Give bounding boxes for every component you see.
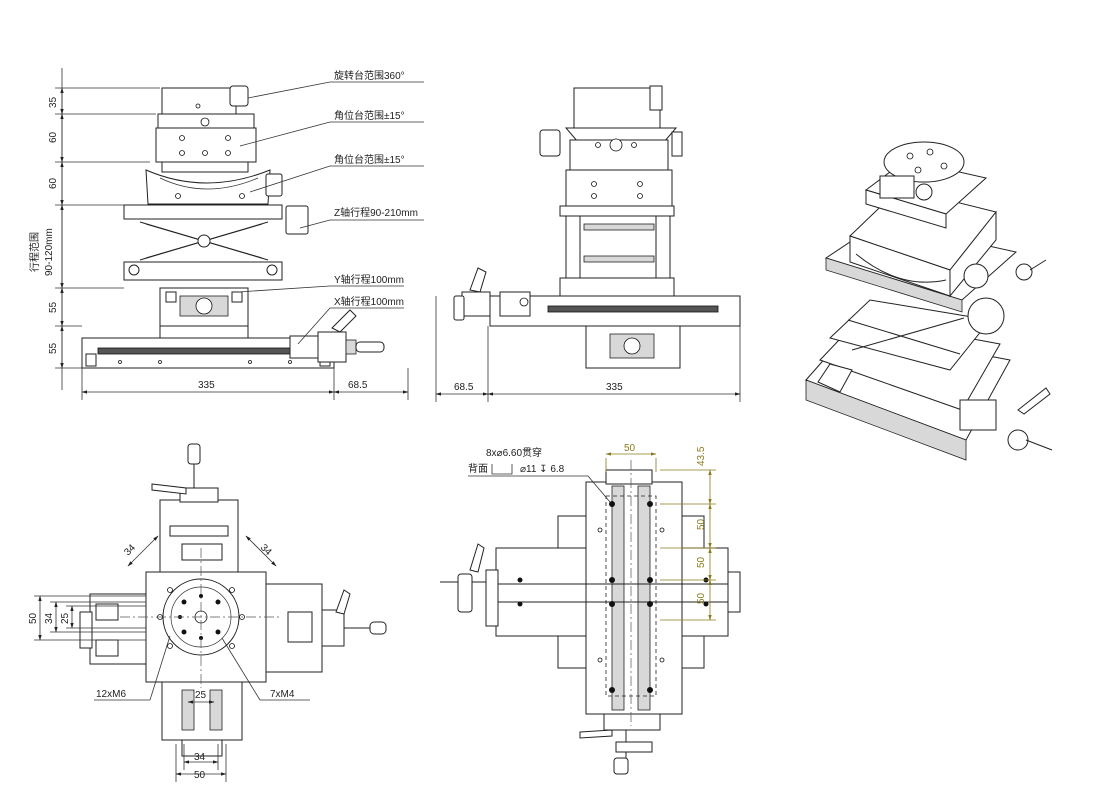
dim-50-right-3: 50 [696,592,707,604]
callout-x-travel: X轴行程100mm [334,295,404,308]
dim-50-right-2: 50 [696,556,707,568]
dim-60-lower: 60 [48,177,59,189]
side-view [453,85,741,369]
dim-55-upper: 55 [48,301,59,313]
front-view-horizontal-dimensions: 335 68.5 [81,368,409,400]
dim-43-5: 43.5 [696,446,707,466]
hole-note-backside: 背面 [468,462,488,475]
dim-50-top: 50 [624,443,636,454]
dim-50-horizontal: 50 [194,770,206,781]
stroke-range-label: 行程范围 [28,232,41,272]
dim-50-right-1: 50 [696,518,707,530]
dim-335-side: 335 [606,382,623,393]
hole-note-spec: ⌀11 ↧ 6.8 [520,464,565,475]
dim-335-front: 335 [198,380,215,391]
dim-34-horizontal: 34 [194,752,206,763]
front-view-vertical-dimensions: 35 60 60 行程范围 90-120mm 55 55 [28,68,160,390]
dim-68-5-side: 68.5 [454,382,474,393]
dim-25-vertical: 25 [60,612,71,624]
callout-y-travel: Y轴行程100mm [334,273,404,286]
bottom-view [440,460,741,775]
callout-goniometer-upper: 角位台范围±15° [334,109,405,122]
callout-goniometer-lower: 角位台范围±15° [334,153,405,166]
dim-35: 35 [48,96,59,108]
stroke-range-value: 90-120mm [44,228,55,276]
dim-34-diag-right: 34 [258,542,274,558]
bottom-view-dimensions: 50 43.5 50 50 50 8x⌀6.60贯穿 背面 ⌀11 ↧ 6.8 [468,443,716,621]
dim-68-5-front: 68.5 [348,380,368,391]
side-view-horizontal-dimensions: 68.5 335 [435,296,741,402]
top-view [79,443,387,757]
callout-rotation-range: 旋转台范围360° [334,69,405,82]
dim-34-vertical: 34 [44,612,55,624]
dim-25-horizontal: 25 [195,690,207,701]
dim-60-upper: 60 [48,131,59,143]
dim-50-vertical: 50 [28,612,39,624]
callout-z-travel: Z轴行程90-210mm [334,206,418,219]
callout-12xm6: 12xM6 [96,689,126,700]
callout-7xm4: 7xM4 [270,689,295,700]
dim-34-diag-left: 34 [122,542,138,558]
isometric-view [805,141,1053,461]
hole-note-line1: 8x⌀6.60贯穿 [486,446,542,459]
front-view-callouts: 旋转台范围360° 角位台范围±15° 角位台范围±15° Z轴行程90-210… [237,69,424,345]
front-view [81,85,385,369]
dim-55-lower: 55 [48,342,59,354]
